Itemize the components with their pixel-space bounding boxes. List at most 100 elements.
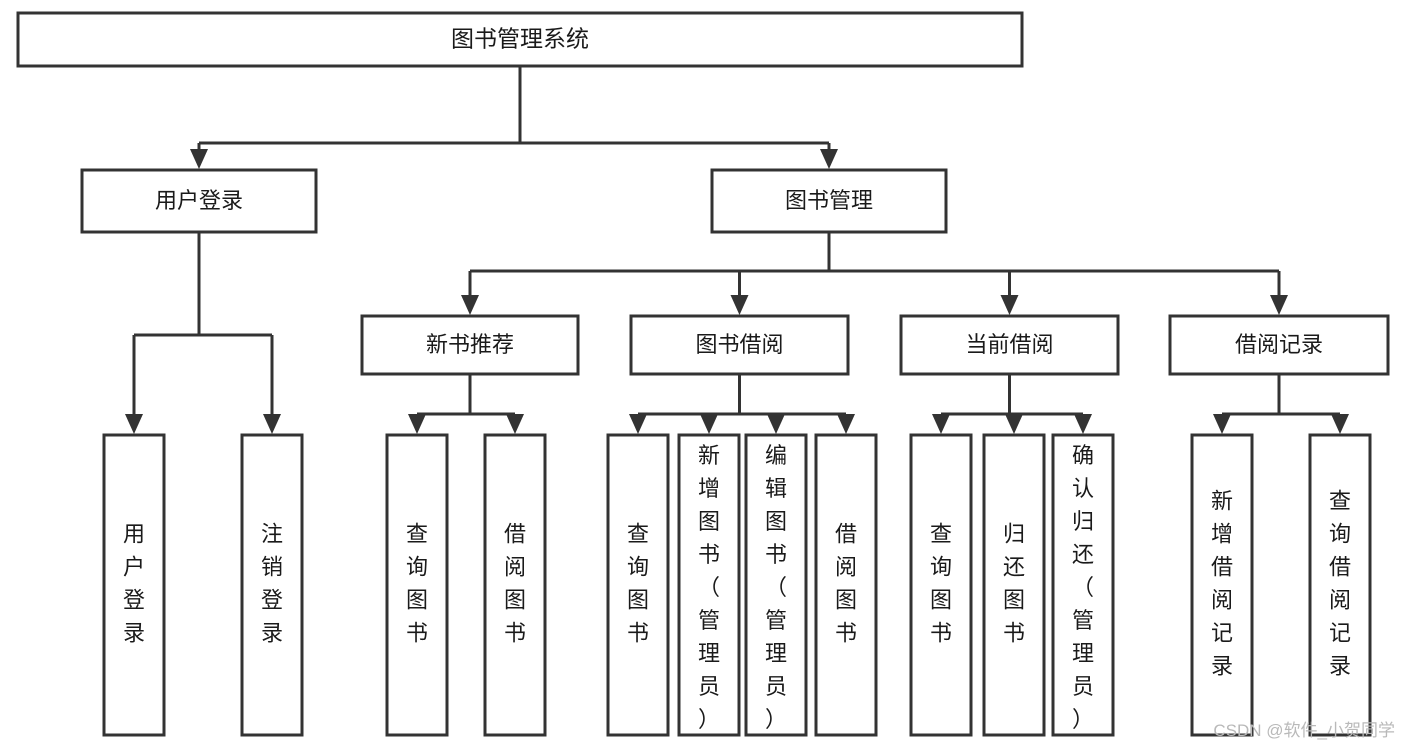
node-rect bbox=[1051, 433, 1115, 737]
leaf-label-char: （ bbox=[698, 575, 720, 600]
leaf-label-char: 注 bbox=[261, 521, 283, 546]
arrow-head-icon bbox=[932, 414, 950, 434]
arrow-head-icon bbox=[730, 295, 749, 315]
node-rect bbox=[16, 11, 1024, 68]
leaf-label-char: 查 bbox=[627, 521, 649, 546]
leaf-label-char: 录 bbox=[1211, 653, 1233, 678]
leaf-label-char: 用 bbox=[123, 521, 145, 546]
leaf-label-char: 归 bbox=[1003, 521, 1025, 546]
node-label: 图书管理系统 bbox=[451, 26, 589, 52]
leaf-label-char: 图 bbox=[930, 587, 952, 612]
node-rect bbox=[240, 433, 304, 737]
level3-node-new-book-recommend[interactable]: 新书推荐 bbox=[360, 314, 580, 376]
leaf-label-char: 图 bbox=[406, 587, 428, 612]
leaf-label-char: 户 bbox=[123, 554, 145, 579]
leaf-label-char: 图 bbox=[627, 587, 649, 612]
leaf-label-char: 阅 bbox=[835, 554, 857, 579]
leaf-label-char: 书 bbox=[930, 620, 952, 645]
level3-node-current-borrow[interactable]: 当前借阅 bbox=[899, 314, 1120, 376]
leaf-label-char: 书 bbox=[835, 620, 857, 645]
leaf-label-char: 借 bbox=[1211, 554, 1233, 579]
leaf-label-char: 记 bbox=[1329, 620, 1351, 645]
leaf-label-char: 询 bbox=[930, 554, 952, 579]
node-rect bbox=[899, 314, 1120, 376]
leaf-label-char: 员 bbox=[765, 674, 787, 699]
leaf-node-leaf-user-login[interactable]: 用户登录 bbox=[102, 433, 166, 737]
arrow-head-icon bbox=[461, 295, 479, 315]
node-label: 当前借阅 bbox=[965, 332, 1053, 357]
leaf-label-char: 登 bbox=[261, 587, 283, 612]
leaf-label-char: 归 bbox=[1072, 509, 1094, 534]
node-rect bbox=[710, 168, 948, 234]
root-node-system[interactable]: 图书管理系统 bbox=[16, 11, 1024, 68]
node-rect bbox=[677, 433, 741, 737]
arrow-head-icon bbox=[1074, 414, 1092, 434]
node-rect bbox=[102, 433, 166, 737]
arrow-head-icon bbox=[190, 149, 208, 169]
arrow-head-icon bbox=[506, 414, 524, 434]
arrow-head-icon bbox=[820, 149, 838, 169]
level2-node-user-login[interactable]: 用户登录 bbox=[80, 168, 318, 234]
leaf-label-char: 查 bbox=[406, 521, 428, 546]
leaf-label-char: 书 bbox=[698, 542, 720, 567]
leaf-label-char: 理 bbox=[698, 641, 720, 666]
node-rect bbox=[744, 433, 808, 737]
leaf-label-char: 询 bbox=[406, 554, 428, 579]
level2-node-book-manage[interactable]: 图书管理 bbox=[710, 168, 948, 234]
node-rect bbox=[1168, 314, 1390, 376]
arrow-head-icon bbox=[1331, 414, 1349, 434]
arrow-head-icon bbox=[837, 414, 855, 434]
node-rect bbox=[982, 433, 1046, 737]
node-rect bbox=[606, 433, 670, 737]
leaf-label-char: 理 bbox=[765, 641, 787, 666]
node-rect bbox=[909, 433, 973, 737]
leaf-label-char: 录 bbox=[261, 620, 283, 645]
level3-node-book-borrow[interactable]: 图书借阅 bbox=[629, 314, 850, 376]
node-rect bbox=[629, 314, 850, 376]
node-label: 用户登录 bbox=[155, 188, 243, 213]
arrow-head-icon bbox=[1005, 414, 1023, 434]
node-layer: 图书管理系统用户登录图书管理新书推荐图书借阅当前借阅借阅记录用户登录注销登录查询… bbox=[16, 11, 1390, 737]
leaf-label-char: 书 bbox=[504, 620, 526, 645]
leaf-label-char: 还 bbox=[1003, 554, 1025, 579]
connector-layer bbox=[125, 66, 1349, 434]
leaf-label-char: 询 bbox=[1329, 521, 1351, 546]
node-rect bbox=[1190, 433, 1254, 737]
node-rect bbox=[80, 168, 318, 234]
node-label: 借阅记录 bbox=[1235, 332, 1323, 357]
leaf-label-char: 借 bbox=[504, 521, 526, 546]
leaf-label-char: 还 bbox=[1072, 542, 1094, 567]
arrow-head-icon bbox=[408, 414, 426, 434]
node-rect bbox=[483, 433, 547, 737]
node-label: 图书借阅 bbox=[695, 332, 783, 357]
leaf-label-char: 增 bbox=[698, 476, 720, 501]
leaf-label-char: 查 bbox=[1329, 488, 1351, 513]
leaf-label-char: ） bbox=[1072, 707, 1094, 732]
arrow-head-icon bbox=[767, 414, 785, 434]
node-rect bbox=[360, 314, 580, 376]
leaf-label-char: 书 bbox=[627, 620, 649, 645]
leaf-label-char: 借 bbox=[835, 521, 857, 546]
leaf-label-char: 辑 bbox=[765, 476, 787, 501]
leaf-label-char: 理 bbox=[1072, 641, 1094, 666]
node-rect bbox=[1308, 433, 1372, 737]
arrow-head-icon bbox=[629, 414, 647, 434]
leaf-label-char: 图 bbox=[698, 509, 720, 534]
level3-node-borrow-record[interactable]: 借阅记录 bbox=[1168, 314, 1390, 376]
node-label: 图书管理 bbox=[785, 188, 873, 213]
leaf-label-char: 登 bbox=[123, 587, 145, 612]
leaf-label-char: 销 bbox=[261, 554, 283, 579]
leaf-label-char: 编 bbox=[765, 443, 787, 468]
